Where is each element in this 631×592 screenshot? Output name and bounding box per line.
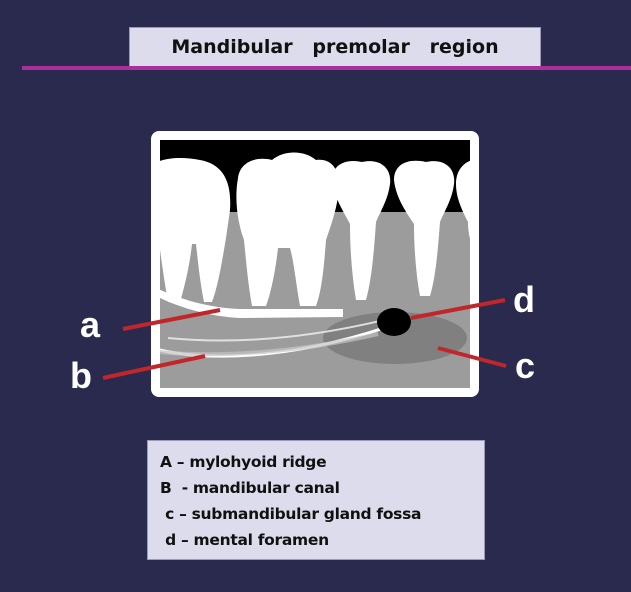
- mental-foramen: [377, 308, 411, 336]
- mandibular-canal-shadow: [160, 332, 379, 357]
- callout-a: a: [80, 304, 101, 345]
- callout-d: d: [513, 279, 535, 320]
- leader-line-c: [437, 346, 507, 368]
- premolar-tooth-2: [394, 160, 455, 296]
- callout-b: b: [70, 355, 92, 396]
- callout-c: c: [515, 345, 536, 386]
- leader-line-d: [410, 298, 506, 320]
- legend-item-d: d – mental foramen: [160, 531, 329, 549]
- canine-tooth: [456, 160, 470, 239]
- title-box: Mandibular premolar region: [129, 27, 541, 67]
- leader-line-a: [122, 308, 221, 331]
- leader-line-b: [102, 354, 206, 380]
- molar-tooth-1: [160, 158, 231, 302]
- legend-item-c: c – submandibular gland fossa: [160, 505, 422, 523]
- molar-tooth-2: [236, 152, 339, 306]
- page-title: Mandibular premolar region: [171, 36, 499, 58]
- legend-item-b: B - mandibular canal: [160, 479, 340, 497]
- mandibular-canal-lower-wall: [167, 319, 385, 342]
- legend-box: A – mylohyoid ridge B - mandibular canal…: [147, 440, 485, 560]
- title-divider: [22, 66, 631, 70]
- premolar-tooth-1: [332, 160, 391, 300]
- legend-item-a: A – mylohyoid ridge: [160, 453, 327, 471]
